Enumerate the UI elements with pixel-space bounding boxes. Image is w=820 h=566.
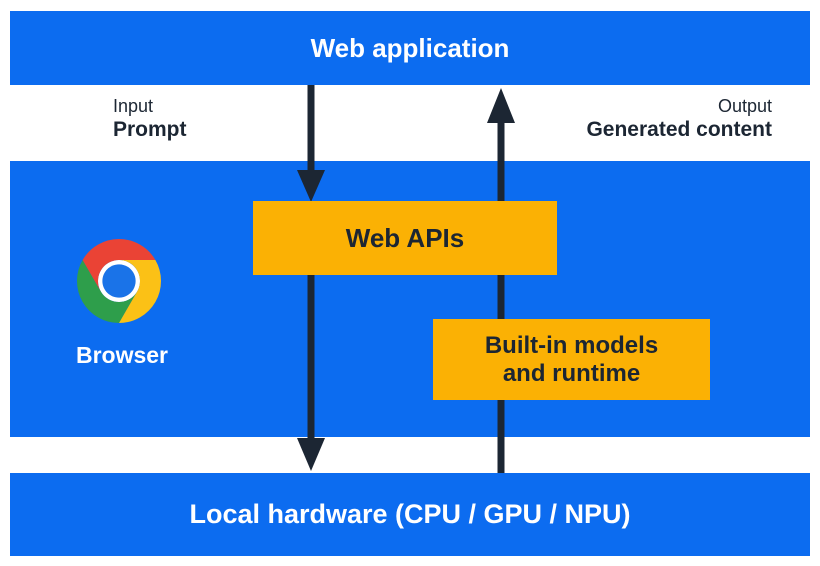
builtin-models-label-line1: Built-in models — [484, 331, 659, 359]
input-title: Input — [113, 96, 154, 116]
local-hardware-layer: Local hardware (CPU / GPU / NPU) — [10, 473, 810, 556]
web-application-layer: Web application — [10, 11, 810, 85]
prompt-label: Prompt — [113, 118, 187, 141]
output-title: Output — [717, 96, 772, 116]
browser-label: Browser — [75, 342, 169, 368]
chrome-logo-icon — [77, 239, 161, 323]
output-arrowhead — [487, 88, 515, 123]
web-application-label: Web application — [310, 33, 510, 63]
local-hardware-label: Local hardware (CPU / GPU / NPU) — [189, 499, 631, 529]
builtin-models-label-line2: and runtime — [502, 359, 641, 387]
web-apis-box: Web APIs — [253, 201, 557, 275]
generated-content-label: Generated content — [586, 118, 772, 141]
builtin-models-box: Built-in models and runtime — [433, 319, 710, 400]
input-flow-label: Input Prompt — [113, 95, 187, 143]
output-flow-label: Output Generated content — [586, 95, 772, 143]
prompt-arrowhead-bottom — [297, 438, 325, 471]
web-apis-label: Web APIs — [345, 222, 465, 253]
